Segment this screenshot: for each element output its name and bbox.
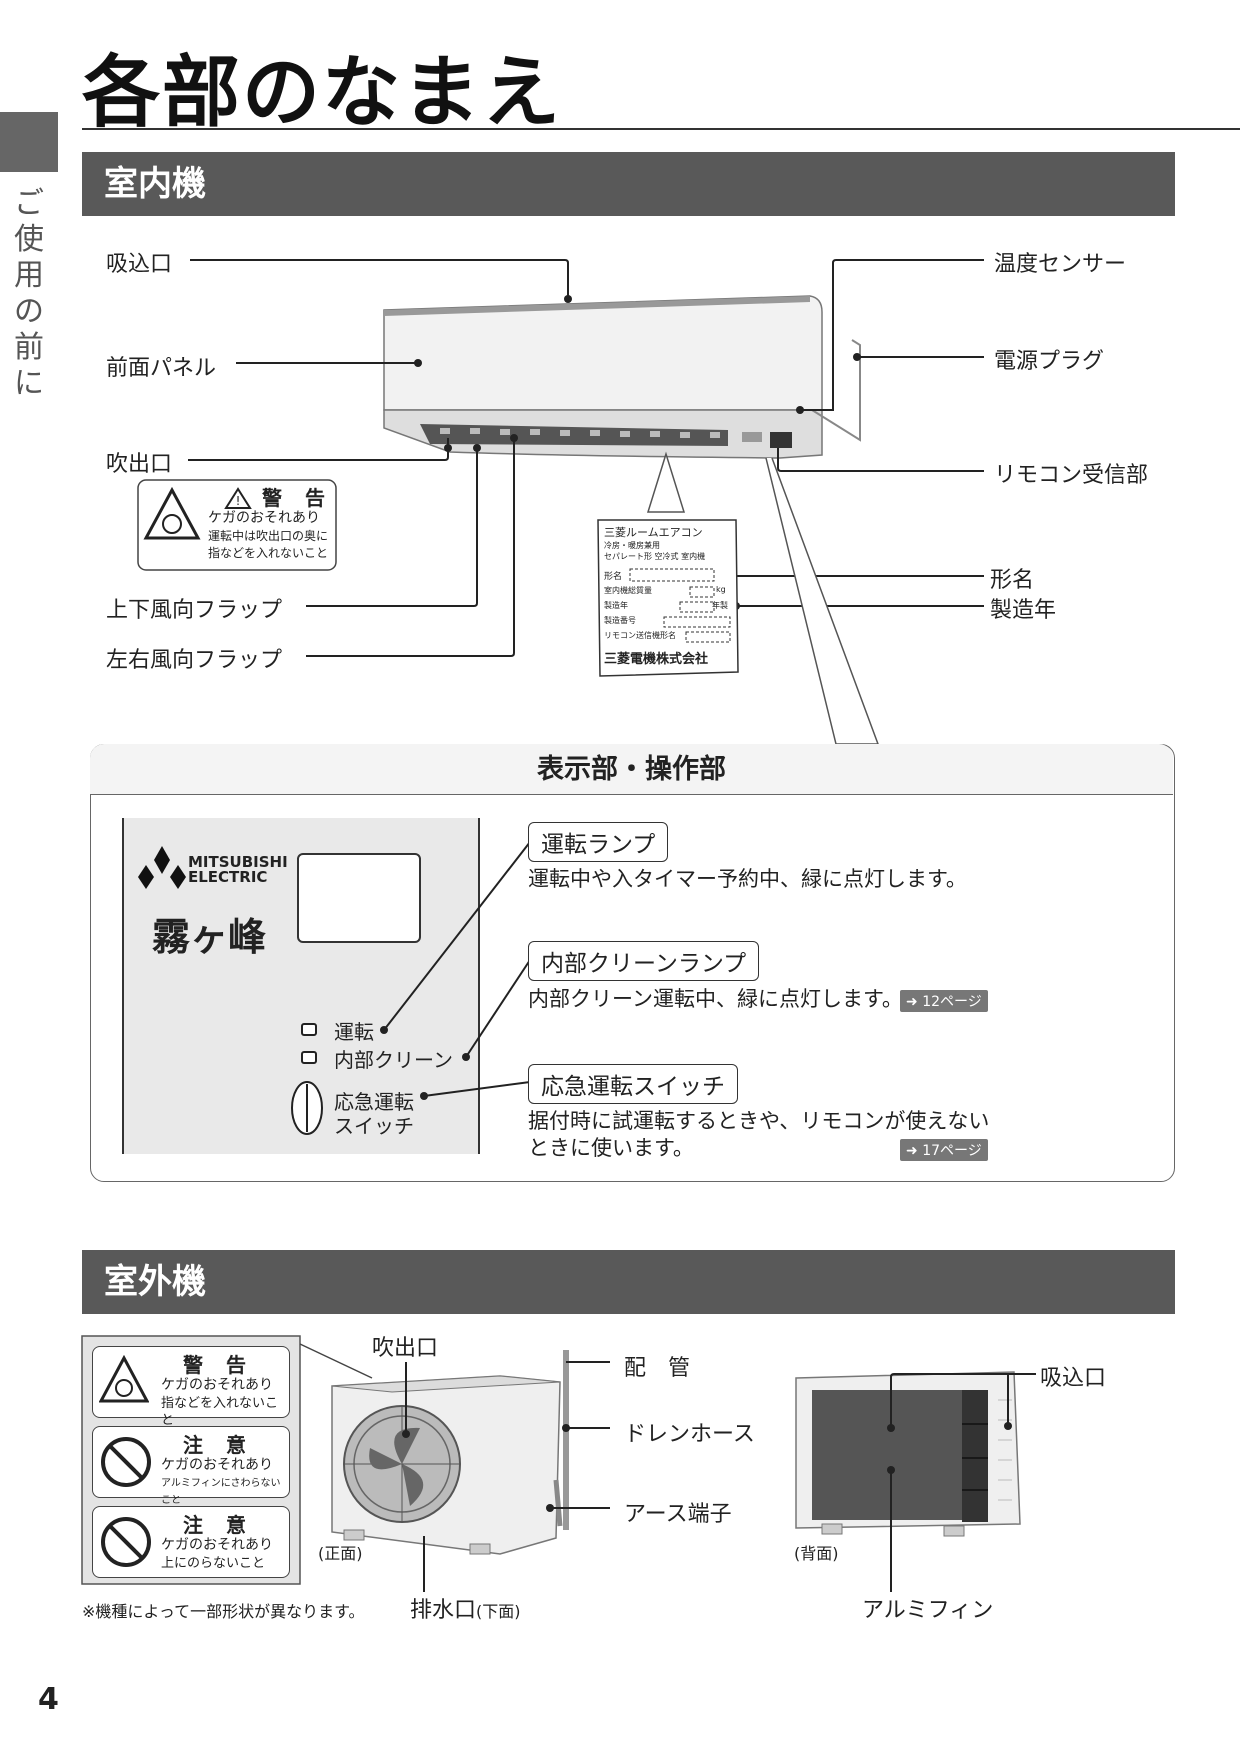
label-drain-hose: ドレンホース [624,1422,755,1447]
face-label-clean: 内部クリーン [334,1048,453,1072]
brand-line1: MITSUBISHI [188,853,288,871]
label-front-view: (正面) [318,1544,363,1563]
desc-run-lamp: 運転中や入タイマー予約中、緑に点灯します。 [528,867,967,891]
indoor-warning-title: 警 告 [262,486,333,510]
outdoor-warning-3-line1: ケガのおそれあり [161,1537,273,1553]
panel-diagram [138,841,531,1135]
mitsubishi-logo-icon [138,846,186,889]
label-outlet: 吹出口 [106,452,173,477]
outdoor-unit-front [331,1350,569,1555]
product-logo: 霧ヶ峰 [152,914,267,959]
panel-heading: 表示部・操作部 [90,744,1173,795]
prohibition-icon [101,1437,151,1487]
pageref-17-text: 17ページ [922,1143,982,1159]
label-leftright-flap: 左右風向フラップ [106,648,283,673]
nameplate-row-remote: リモコン送信機形名 [604,631,676,640]
hazard-triangle-icon [99,1355,149,1403]
indoor-unit-illustration [383,295,861,459]
outdoor-warning-2-title: 注 意 [183,1433,254,1457]
outdoor-warning-1-line2: 指などを入れないこと [161,1396,279,1428]
title-rule [82,128,1240,130]
nameplate-weight-unit: kg [716,585,726,594]
indoor-diagram: ! [137,259,984,745]
nameplate-line1: 三菱ルームエアコン [604,526,703,539]
label-drain-port: 排水口(下面) [410,1592,521,1624]
face-label-emergency2: スイッチ [334,1114,414,1138]
tag-emergency-switch: 応急運転スイッチ [528,1064,738,1104]
label-power-plug: 電源プラグ [994,349,1105,374]
desc-emergency-switch-1: 据付時に試運転するときや、リモコンが使えない [528,1109,990,1133]
side-label: ご使用の前に [14,186,44,401]
tag-clean-lamp: 内部クリーンランプ [528,941,760,981]
label-drain-port-text: 排水口 [410,1598,477,1623]
outdoor-unit-back [795,1371,1021,1537]
label-earth: アース端子 [624,1502,732,1527]
face-label-emergency1: 応急運転 [334,1090,414,1114]
outdoor-warning-3-line2: 上にのらないこと [161,1556,266,1571]
tag-run-lamp: 運転ランプ [528,822,669,862]
outdoor-warning-1-title: 警 告 [183,1353,254,1377]
label-updown-flap: 上下風向フラップ [106,598,283,623]
nameplate-line2: 冷房・暖房兼用 [604,541,660,550]
label-back-view: (背面) [794,1544,839,1563]
outdoor-warning-3: 注 意 ケガのおそれあり 上にのらないこと [92,1506,290,1578]
label-aluminum-fin: アルミフィン [862,1598,994,1623]
outdoor-heading: 室外機 [82,1250,1175,1314]
brand-line2: ELECTRIC [188,868,268,886]
label-piping: 配 管 [624,1356,691,1381]
outdoor-warning-2: 注 意 ケガのおそれあり アルミフィンにさわらないこと [92,1426,290,1506]
nameplate-row-weight: 室内機総質量 [604,586,652,595]
label-front-panel: 前面パネル [106,356,217,381]
indoor-warning-line1: ケガのおそれあり [208,510,320,526]
page-title: 各部のなまえ [82,48,563,138]
outdoor-warning-2-line2: アルミフィンにさわらないこと [161,1478,281,1506]
label-drain-port-note: (下面) [476,1602,521,1621]
outdoor-footnote: ※機種によって一部形状が異なります。 [82,1602,365,1621]
outdoor-warning-1-line1: ケガのおそれあり [161,1377,273,1393]
nameplate-year-unit: 年製 [712,601,728,610]
pageref-17[interactable]: ➜ 17ページ [900,1139,988,1161]
nameplate-row-year: 製造年 [604,601,628,610]
nameplate-row-serial: 製造番号 [604,616,636,625]
label-intake: 吸込口 [106,252,173,277]
pageref-12-text: 12ページ [922,994,982,1010]
desc-emergency-switch-2: ときに使います。 [528,1136,694,1160]
side-tab [0,112,58,172]
svg-text:!: ! [236,494,241,508]
label-temp-sensor: 温度センサー [994,252,1127,277]
indoor-warning-line2: 運転中は吹出口の奥に [208,529,329,543]
indoor-warning-line3: 指などを入れないこと [208,546,329,560]
indoor-heading: 室内機 [82,152,1175,216]
label-outdoor-intake: 吸込口 [1040,1366,1107,1391]
desc-clean-lamp: 内部クリーン運転中、緑に点灯します。 [528,987,903,1011]
outdoor-warning-2-line1: ケガのおそれあり [161,1457,273,1473]
outdoor-warning-1: 警 告 ケガのおそれあり 指などを入れないこと [92,1346,290,1428]
page-number: 4 [38,1682,59,1717]
label-manufacture-year: 製造年 [990,598,1057,623]
label-outdoor-outlet: 吹出口 [372,1336,439,1361]
nameplate-row-model: 形名 [604,572,623,582]
nameplate-maker: 三菱電機株式会社 [604,652,709,667]
outdoor-warning-3-title: 注 意 [183,1513,254,1537]
nameplate-line3: セパレート形 空冷式 室内機 [604,552,706,561]
prohibition-icon [101,1517,151,1567]
pageref-12[interactable]: ➜ 12ページ [900,990,988,1012]
label-remote-receiver: リモコン受信部 [994,463,1149,488]
face-label-run: 運転 [334,1020,374,1044]
label-model-name: 形名 [990,568,1035,593]
